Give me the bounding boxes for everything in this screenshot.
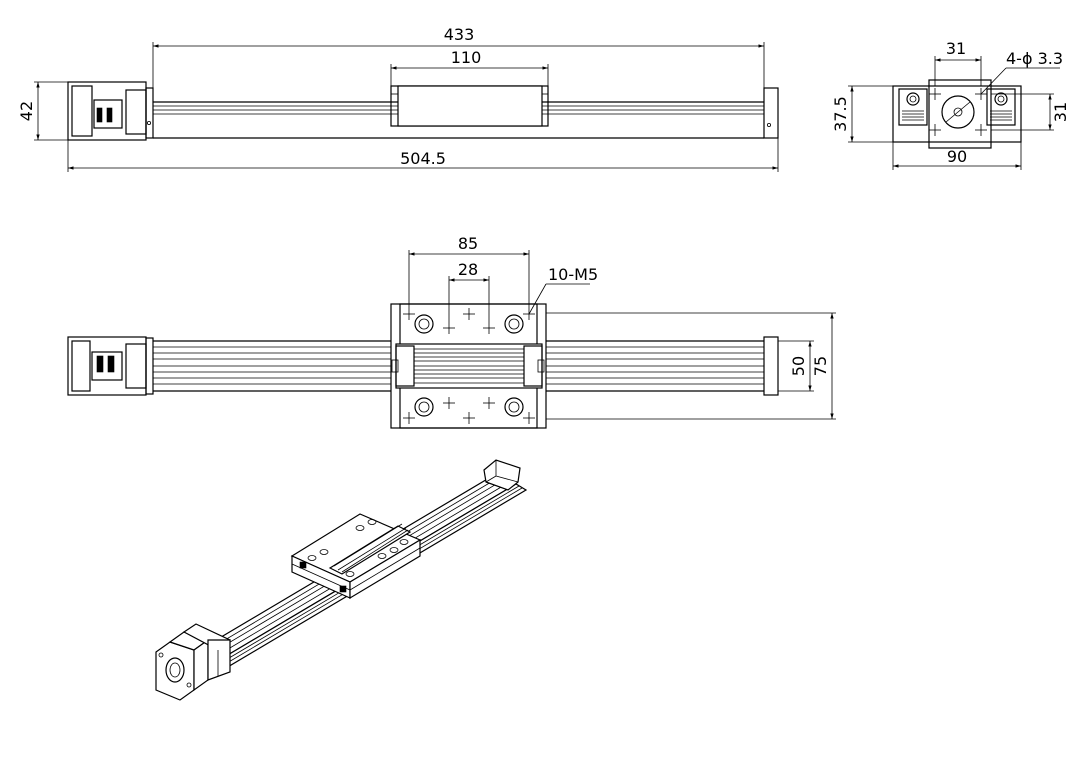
side-view: [848, 56, 1060, 170]
dim-90: 90: [947, 147, 967, 166]
front-view: [34, 42, 779, 172]
dim-433: 433: [444, 25, 475, 44]
dim-28: 28: [458, 260, 478, 279]
dim-4-holes: 4-ϕ 3.3: [1006, 49, 1063, 68]
dim-10-m5: 10-M5: [548, 265, 598, 284]
dim-42: 42: [17, 101, 36, 121]
dim-31-right: 31: [1051, 102, 1070, 122]
dim-75: 75: [811, 356, 830, 376]
carriage-grooves: [414, 348, 524, 384]
isometric-view: [155, 459, 528, 701]
dim-37-5: 37.5: [831, 96, 850, 132]
dim-504-5: 504.5: [400, 149, 446, 168]
dim-31-top: 31: [946, 39, 966, 58]
dim-110: 110: [451, 48, 482, 67]
dim-85: 85: [458, 234, 478, 253]
dim-50: 50: [789, 356, 808, 376]
side-view-hatch: [902, 110, 1012, 121]
top-view: [67, 250, 836, 429]
